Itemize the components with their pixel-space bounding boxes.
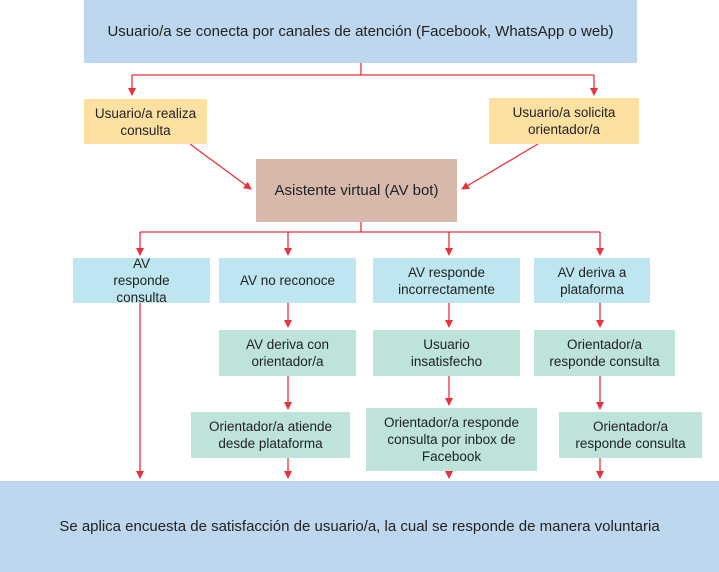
start-node: Usuario/a se conecta por canales de aten… [84,0,637,63]
branch-av-responde: AV responde consulta [73,256,210,305]
end-node: Se aplica encuesta de satisfacción de us… [0,481,719,572]
arrow [461,143,539,190]
solicita-node: Usuario/a solicita orientador/a [489,98,639,144]
branch-av-deriva: AV deriva a plataforma [534,258,650,303]
step-orientador-atiende: Orientador/a atiende desde plataforma [191,412,350,458]
connector-line [140,222,600,233]
step-deriva-orientador: AV deriva con orientador/a [219,330,356,376]
connector-line [132,63,594,76]
step-usuario-insatisfecho: Usuario insatisfecho [373,330,520,376]
bot-node: Asistente virtual (AV bot) [256,159,457,222]
branch-av-incorrecto: AV responde incorrectamente [373,258,520,303]
arrow [189,143,252,190]
step-orientador-inbox: Orientador/a responde consulta por inbox… [366,408,537,471]
consulta-node: Usuario/a realiza consulta [84,99,207,144]
branch-av-no-reconoce: AV no reconoce [219,258,356,303]
step-orientador-responde: Orientador/a responde consulta [534,330,675,376]
step-orientador-responde-2: Orientador/a responde consulta [559,412,702,458]
